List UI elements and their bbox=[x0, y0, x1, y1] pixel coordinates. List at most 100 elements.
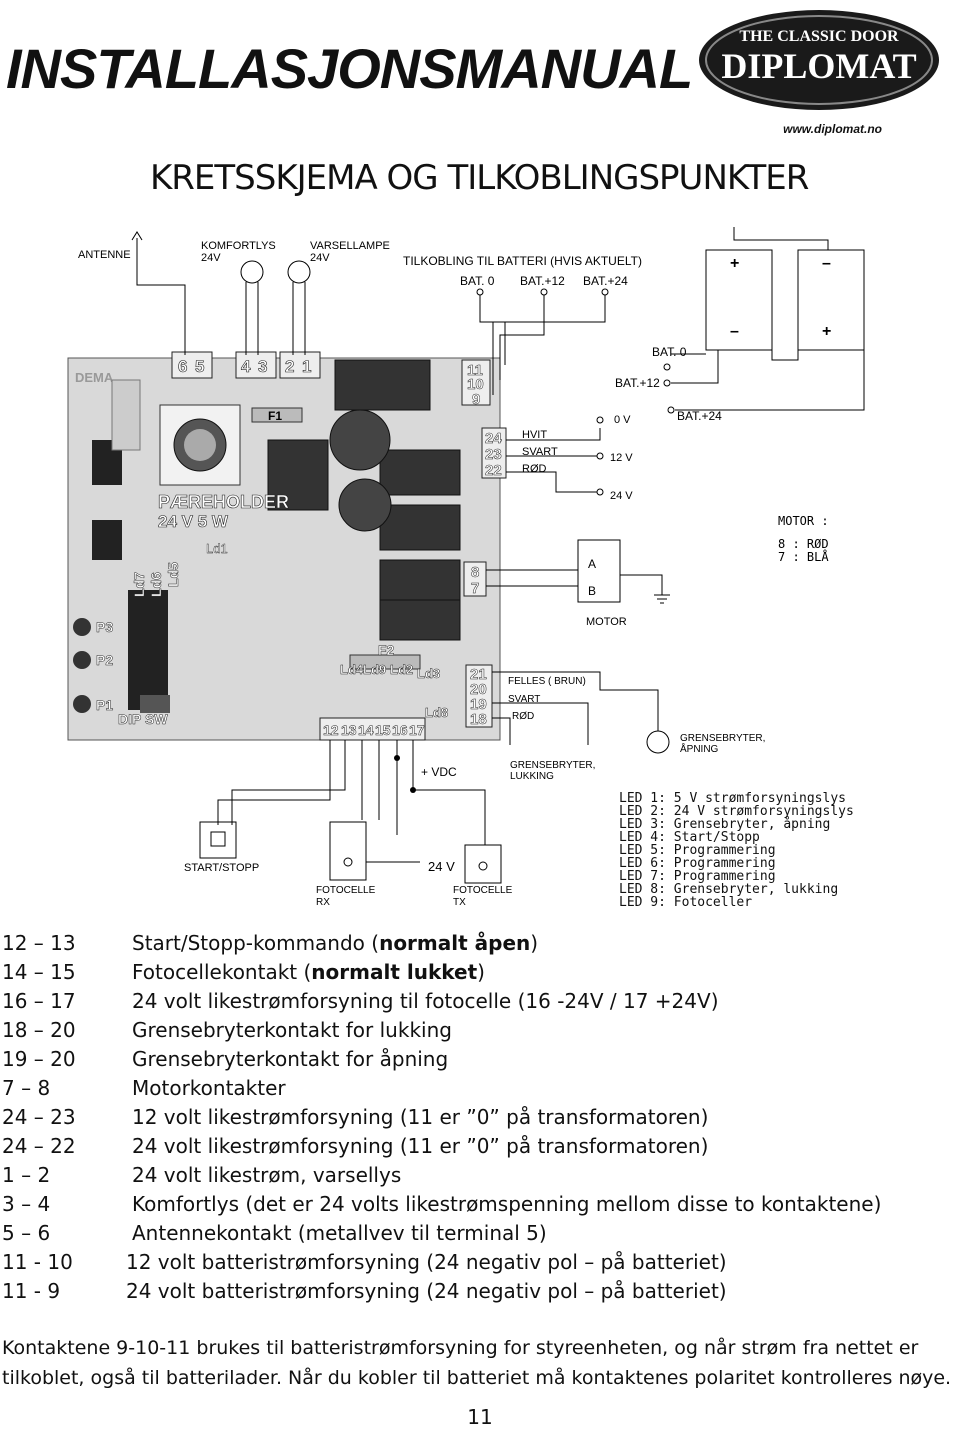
svg-text:5: 5 bbox=[195, 357, 204, 376]
svg-text:SVART: SVART bbox=[508, 694, 540, 705]
footnote: Kontaktene 9-10-11 brukes til batteristr… bbox=[2, 1337, 952, 1389]
svg-text:6: 6 bbox=[178, 357, 187, 376]
led-item: LED 8: Grensebryter, lukking bbox=[619, 882, 839, 897]
svg-text:4: 4 bbox=[241, 357, 251, 376]
svg-text:Ld9: Ld9 bbox=[363, 662, 386, 677]
svg-text:24 V: 24 V bbox=[610, 490, 633, 502]
motor-a-label: A bbox=[588, 557, 596, 571]
capacitor-1 bbox=[329, 409, 391, 471]
limit-open-label: GRENSEBRYTER, ÅPNING bbox=[680, 733, 765, 755]
svg-text:LUKKING: LUKKING bbox=[510, 771, 554, 782]
heatsink bbox=[111, 379, 141, 451]
svg-text:FOTOCELLE: FOTOCELLE bbox=[453, 885, 513, 896]
komfortlys-voltage: 24V bbox=[201, 252, 221, 264]
svg-text:GRENSEBRYTER,: GRENSEBRYTER, bbox=[680, 733, 765, 744]
website-url: www.diplomat.no bbox=[783, 122, 882, 136]
terminal-block-motor bbox=[463, 561, 487, 597]
fuse-f1-label: F1 bbox=[268, 409, 282, 423]
svg-text:BAT.+24: BAT.+24 bbox=[583, 274, 628, 288]
svg-text:17: 17 bbox=[409, 722, 425, 738]
svg-text:Ld4: Ld4 bbox=[340, 662, 364, 677]
photocell-rx bbox=[329, 821, 367, 881]
svg-text:3: 3 bbox=[258, 357, 267, 376]
svg-text:1: 1 bbox=[302, 357, 311, 376]
svg-text:P2: P2 bbox=[96, 652, 113, 668]
top-labels: ANTENNE KOMFORTLYS 24V VARSELLAMPE 24V bbox=[78, 240, 390, 264]
led-item: LED 1: 5 V strømforsyningslys bbox=[619, 791, 846, 806]
led-labels-mid: Ld4 Ld9 Ld2 Ld3 Ld8 bbox=[340, 662, 449, 721]
led-item: LED 4: Start/Stopp bbox=[619, 830, 760, 845]
svg-text:–: – bbox=[822, 255, 831, 272]
svg-text:12 V: 12 V bbox=[610, 452, 633, 464]
battery-labels: BAT. 0 BAT.+12 BAT.+24 bbox=[460, 274, 628, 288]
svg-text:DIPLOMAT: DIPLOMAT bbox=[721, 46, 916, 86]
motor-b-label: B bbox=[588, 584, 596, 598]
svg-text:14: 14 bbox=[358, 722, 374, 738]
chip-3 bbox=[92, 520, 122, 560]
varsellampe-voltage: 24V bbox=[310, 252, 330, 264]
led-item: LED 7: Programmering bbox=[619, 869, 776, 884]
fuse-f2 bbox=[349, 654, 421, 670]
pcb-brand-label: DEMA bbox=[75, 370, 114, 385]
svg-text:+: + bbox=[822, 323, 831, 340]
photocell-voltage-label: 24 V bbox=[428, 859, 455, 874]
svg-text:10: 10 bbox=[467, 376, 484, 393]
terminal-block-top bbox=[171, 351, 321, 379]
photocell-tx-label: FOTOCELLE TX bbox=[453, 885, 513, 908]
circuit-diagram: DEMA 6 5 4 3 2 1 PÆREHOLDER 24 V 5 W Ld1… bbox=[67, 227, 865, 908]
svg-text:DIP SW: DIP SW bbox=[118, 711, 168, 727]
photocell-tx bbox=[464, 844, 502, 884]
svg-text:Ld5: Ld5 bbox=[165, 562, 181, 587]
bulb-holder-voltage: 24 V 5 W bbox=[158, 512, 229, 531]
led-item: LED 5: Programmering bbox=[619, 843, 776, 858]
terminal-numbers-motor: 8 7 bbox=[471, 564, 480, 598]
svg-text:TX: TX bbox=[453, 897, 466, 908]
svg-text:21: 21 bbox=[470, 666, 487, 683]
bulb-holder-label: PÆREHOLDER bbox=[158, 492, 289, 512]
terminal-numbers-limit: 21 20 19 18 bbox=[470, 666, 487, 729]
svg-text:–: – bbox=[730, 323, 739, 340]
capacitor-2 bbox=[338, 478, 392, 532]
led-item: LED 3: Grensebryter, åpning bbox=[619, 817, 831, 832]
varsellampe-label: VARSELLAMPE bbox=[310, 240, 390, 252]
svg-text:12: 12 bbox=[323, 722, 339, 738]
svg-text:Ld3: Ld3 bbox=[417, 666, 440, 681]
svg-text:FELLES ( BRUN): FELLES ( BRUN) bbox=[508, 676, 586, 687]
motor-wiring-labels: MOTOR : 8 : RØD 7 : BLÅ bbox=[778, 514, 829, 564]
svg-text:HVIT: HVIT bbox=[522, 429, 547, 441]
transformer-labels: HVIT SVART RØD 0 V 12 V 24 V bbox=[522, 414, 633, 502]
svg-text:P1: P1 bbox=[96, 697, 113, 713]
led-1-label: Ld1 bbox=[206, 541, 228, 556]
led-labels-left: Ld7 Ld6 Ld5 bbox=[131, 562, 182, 598]
svg-text:11: 11 bbox=[467, 362, 483, 379]
svg-text:ÅPNING: ÅPNING bbox=[680, 742, 719, 755]
svg-text:GRENSEBRYTER,: GRENSEBRYTER, bbox=[510, 760, 595, 771]
battery-terminal-labels: BAT. 0 BAT.+12 BAT.+24 bbox=[615, 345, 722, 423]
start-stop-button bbox=[199, 821, 237, 859]
diplomat-logo: THE CLASSIC DOOR DIPLOMAT bbox=[699, 10, 939, 110]
push-button-labels: P3 P2 P1 DIP SW bbox=[96, 619, 169, 728]
svg-text:8 : RØD: 8 : RØD bbox=[778, 537, 829, 551]
svg-text:8: 8 bbox=[471, 564, 479, 581]
limit-close-label: GRENSEBRYTER, LUKKING bbox=[510, 760, 595, 782]
svg-text:BAT. 0: BAT. 0 bbox=[460, 274, 495, 288]
svg-text:BAT.+24: BAT.+24 bbox=[677, 409, 722, 423]
terminal-numbers-battery: 11 10 9 bbox=[467, 362, 484, 409]
motor-label: MOTOR bbox=[586, 616, 627, 628]
led-item: LED 6: Programmering bbox=[619, 856, 776, 871]
led-item: LED 9: Fotoceller bbox=[619, 895, 753, 910]
battery-title: TILKOBLING TIL BATTERI (HVIS AKTUELT) bbox=[403, 254, 642, 268]
limit-wire-labels: FELLES ( BRUN) SVART RØD bbox=[508, 676, 586, 722]
dip-switch bbox=[140, 695, 170, 713]
page-number: 11 bbox=[467, 1405, 493, 1429]
svg-text:20: 20 bbox=[470, 681, 487, 698]
komfortlys-lamp bbox=[240, 260, 264, 284]
svg-text:SVART: SVART bbox=[522, 446, 558, 458]
svg-text:9: 9 bbox=[472, 391, 480, 408]
fuse-f1 bbox=[251, 407, 303, 423]
svg-text:THE CLASSIC DOOR: THE CLASSIC DOOR bbox=[739, 28, 899, 45]
svg-text:16: 16 bbox=[392, 722, 408, 738]
svg-text:MOTOR :: MOTOR : bbox=[778, 514, 829, 528]
battery-2 bbox=[797, 249, 865, 351]
battery-1 bbox=[705, 249, 773, 351]
